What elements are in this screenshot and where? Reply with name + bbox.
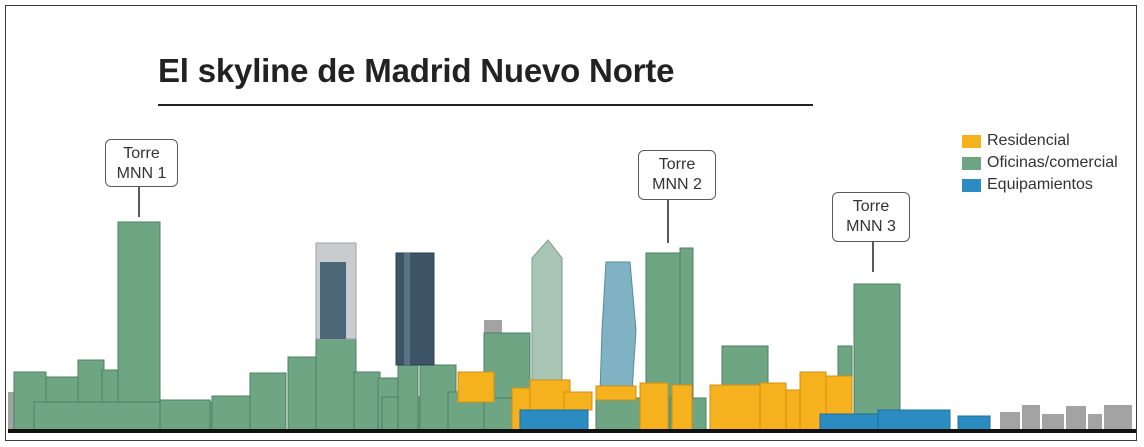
callout-line2: MNN 1 xyxy=(116,165,167,182)
callout-leader-2 xyxy=(667,200,669,243)
callout-leader-3 xyxy=(872,242,874,272)
legend-label: Residencial xyxy=(987,132,1070,149)
legend: Residencial Oficinas/comercial Equipamie… xyxy=(962,130,1118,196)
callout-torre-mnn-2: Torre MNN 2 xyxy=(638,150,716,200)
legend-swatch-residencial xyxy=(962,134,981,148)
callout-leader-1 xyxy=(138,187,140,217)
callout-torre-mnn-1: Torre MNN 1 xyxy=(105,139,178,187)
page-title: El skyline de Madrid Nuevo Norte xyxy=(158,52,675,89)
callout-line1: Torre xyxy=(852,198,890,215)
legend-item-residencial: Residencial xyxy=(962,130,1118,152)
legend-swatch-equipamientos xyxy=(962,178,981,192)
callout-line2: MNN 3 xyxy=(846,218,896,235)
legend-item-equipamientos: Equipamientos xyxy=(962,174,1118,196)
legend-label: Oficinas/comercial xyxy=(987,154,1118,171)
callout-line2: MNN 2 xyxy=(652,176,702,193)
callout-torre-mnn-3: Torre MNN 3 xyxy=(832,192,910,242)
callout-line1: Torre xyxy=(123,145,160,162)
legend-swatch-oficinas xyxy=(962,156,981,170)
ground-line xyxy=(8,429,1136,433)
callout-line1: Torre xyxy=(658,156,696,173)
existing-towers xyxy=(315,239,637,393)
title-underline xyxy=(158,104,813,106)
equipment-blocks xyxy=(519,409,991,431)
diagram-frame xyxy=(5,5,1137,441)
legend-label: Equipamientos xyxy=(987,176,1093,193)
legend-item-oficinas: Oficinas/comercial xyxy=(962,152,1118,174)
existing-lowrise xyxy=(8,320,1132,430)
